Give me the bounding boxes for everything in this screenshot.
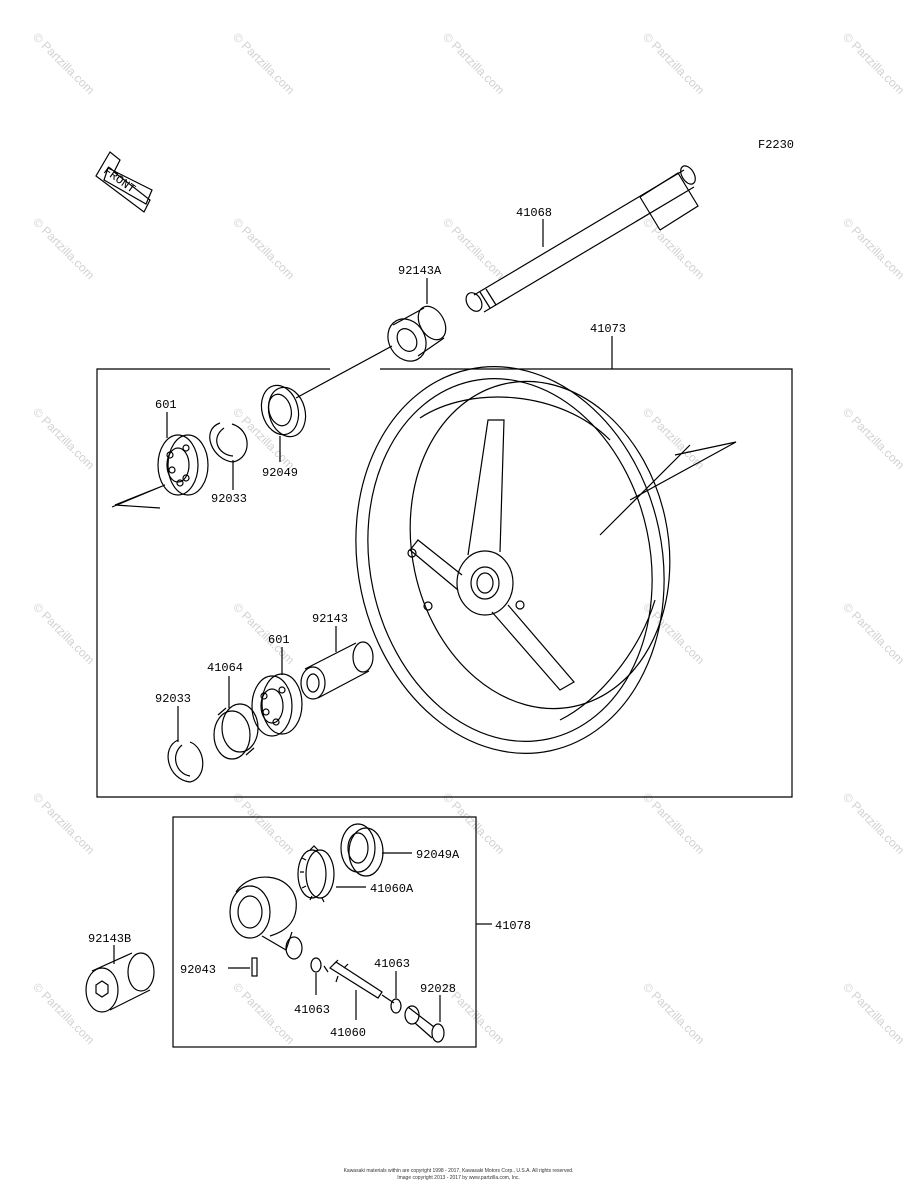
label-collar: 92143 [312, 612, 348, 626]
label-bearing-left: 601 [155, 398, 177, 412]
bearing-left [157, 434, 209, 496]
circlip-left [209, 422, 248, 463]
circlip-right [167, 739, 204, 783]
seal-a [340, 823, 384, 877]
label-gearbox-assy: 41078 [495, 919, 531, 933]
gearbox-housing [229, 876, 303, 960]
gear-a [297, 845, 335, 903]
label-spacer: 41064 [207, 661, 243, 675]
collar-b [85, 952, 155, 1013]
figure-code: F2230 [758, 138, 794, 152]
key [251, 957, 258, 977]
label-pinion: 41060 [330, 1026, 366, 1040]
bearing-right [251, 673, 303, 737]
label-seal-left: 92049 [262, 466, 298, 480]
label-gear-a: 41060A [370, 882, 414, 896]
assembly-line [111, 484, 166, 509]
collar-a [387, 305, 447, 362]
label-wheel: 41073 [590, 322, 626, 336]
wheel [355, 366, 691, 754]
label-circlip-left: 92033 [211, 492, 247, 506]
label-circlip-right: 92033 [155, 692, 191, 706]
copyright-line-1: Kawasaki materials within are copyright … [343, 1168, 574, 1174]
label-collar-b: 92143B [88, 932, 131, 946]
label-washer-left: 41063 [294, 1003, 330, 1017]
spacer [213, 703, 259, 760]
label-washer-right: 41063 [374, 957, 410, 971]
label-bearing-right: 601 [268, 633, 290, 647]
copyright-line-2: Image copyright 2013 - 2017 by www.partz… [397, 1175, 520, 1181]
label-collar-a: 92143A [398, 264, 442, 278]
label-key: 92043 [180, 963, 216, 977]
front-label: FRONT [101, 164, 138, 196]
gearbox-assy-frame [172, 816, 477, 1048]
seal-left [260, 384, 307, 438]
axle [465, 165, 699, 313]
washer-left [310, 957, 322, 973]
washer-right [390, 998, 402, 1014]
assembly-line [629, 441, 737, 501]
wheel-section-frame [96, 368, 793, 798]
label-axle: 41068 [516, 206, 552, 220]
label-seal-a: 92049A [416, 848, 460, 862]
collar [300, 641, 374, 700]
assembly-line [295, 345, 393, 399]
front-arrow-icon [95, 151, 153, 213]
label-cable-fitting: 92028 [420, 982, 456, 996]
cable-fitting [404, 1005, 445, 1043]
